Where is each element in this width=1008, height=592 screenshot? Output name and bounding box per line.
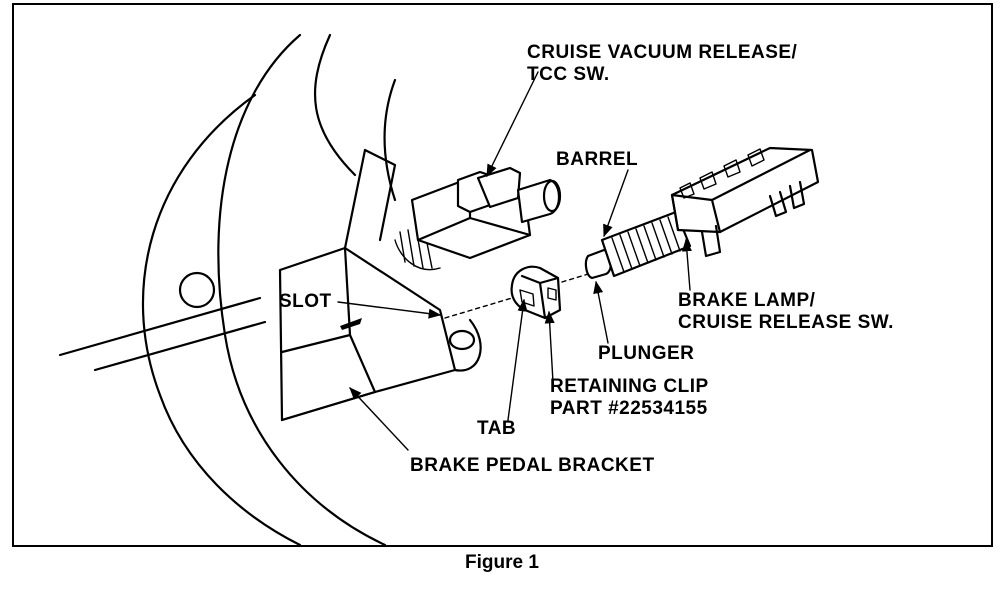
label-cruise-vacuum-line1: CRUISE VACUUM RELEASE/ <box>527 42 798 63</box>
arrow-barrel <box>603 169 629 238</box>
label-brake-lamp-line1: BRAKE LAMP/ <box>678 290 816 311</box>
arrow-bracket <box>349 387 409 451</box>
figure-caption: Figure 1 <box>465 552 539 573</box>
arrow-retaining-clip <box>544 310 555 383</box>
arrow-plunger <box>593 280 609 344</box>
leader-lines <box>337 71 692 451</box>
label-tab: TAB <box>477 418 516 439</box>
cruise-vacuum-switch <box>394 166 562 271</box>
figure-frame <box>12 3 993 547</box>
label-brake-lamp-line2: CRUISE RELEASE SW. <box>678 312 894 333</box>
label-brake-pedal-bracket: BRAKE PEDAL BRACKET <box>410 455 655 476</box>
label-plunger: PLUNGER <box>598 343 694 364</box>
arrow-slot <box>337 301 442 319</box>
label-retaining-clip-line2: PART #22534155 <box>550 398 708 419</box>
arrow-brake-lamp <box>681 238 692 291</box>
retaining-clip <box>510 265 562 320</box>
label-slot: SLOT <box>279 291 332 312</box>
brake-pedal-bracket <box>278 148 482 422</box>
label-barrel: BARREL <box>556 149 638 170</box>
label-cruise-vacuum-line2: TCC SW. <box>527 64 610 85</box>
arrow-cruise-vacuum <box>486 71 539 178</box>
label-retaining-clip-line1: RETAINING CLIP <box>550 376 709 397</box>
arrow-tab <box>507 298 528 421</box>
brake-lamp-switch <box>584 146 820 280</box>
